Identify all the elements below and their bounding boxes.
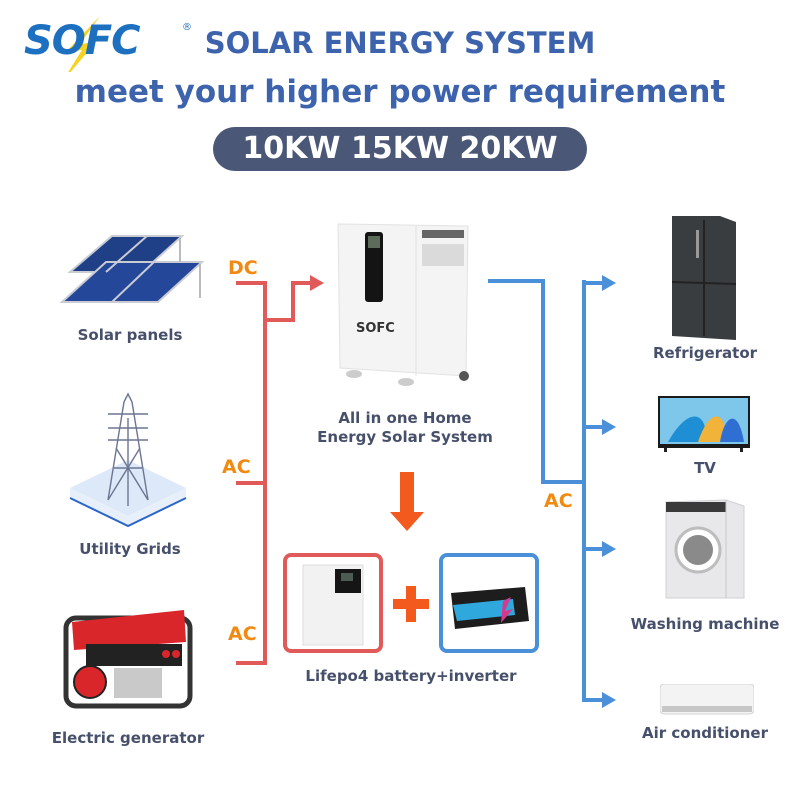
flow-label-ac-grid: AC <box>222 456 251 478</box>
flow-label-ac-output: AC <box>544 490 573 512</box>
source-label-grid: Utility Grids <box>79 540 181 558</box>
air-conditioner-icon <box>659 683 755 718</box>
main-unit-logo: SOFC <box>356 321 395 336</box>
flow-label-dc: DC <box>228 257 258 279</box>
main-unit-label-line2: Energy Solar System <box>317 428 493 446</box>
washing-machine-icon <box>664 498 746 602</box>
power-options-badge: 10KW 15KW 20KW <box>213 127 587 171</box>
source-label-solar: Solar panels <box>77 326 183 344</box>
plus-icon <box>393 586 429 622</box>
load-label-tv: TV <box>694 459 716 477</box>
source-label-generator: Electric generator <box>51 729 205 747</box>
battery-icon <box>451 587 529 629</box>
load-label-air-conditioner: Air conditioner <box>642 724 768 742</box>
flow-label-ac-generator: AC <box>228 623 257 645</box>
load-label-washing-machine: Washing machine <box>630 615 780 633</box>
arrow-right-icon <box>310 275 324 291</box>
tv-icon <box>658 396 750 452</box>
brand-logo: SOFC ® <box>22 12 192 72</box>
down-arrow-icon <box>390 472 424 531</box>
inverter-card <box>283 553 383 653</box>
lightning-bolt-icon <box>66 16 100 72</box>
output-arrows <box>602 275 616 708</box>
input-lines <box>236 281 314 665</box>
page-subtitle: meet your higher power requirement <box>74 74 726 110</box>
battery-card <box>439 553 539 653</box>
solar-panel-icon <box>50 232 210 312</box>
refrigerator-icon <box>670 214 742 340</box>
alternative-label: Lifepo4 battery+inverter <box>305 667 517 685</box>
logo-text: SOFC <box>24 18 140 64</box>
load-label-refrigerator: Refrigerator <box>652 344 758 362</box>
power-tower-icon <box>68 388 188 528</box>
generator-icon <box>58 602 198 718</box>
page-title: SOLAR ENERGY SYSTEM <box>204 26 596 60</box>
inverter-icon <box>302 564 364 646</box>
all-in-one-unit-icon: SOFC <box>336 218 476 388</box>
registered-mark: ® <box>182 22 192 33</box>
main-unit-label-line1: All in one Home <box>338 409 472 427</box>
output-lines <box>488 279 606 702</box>
